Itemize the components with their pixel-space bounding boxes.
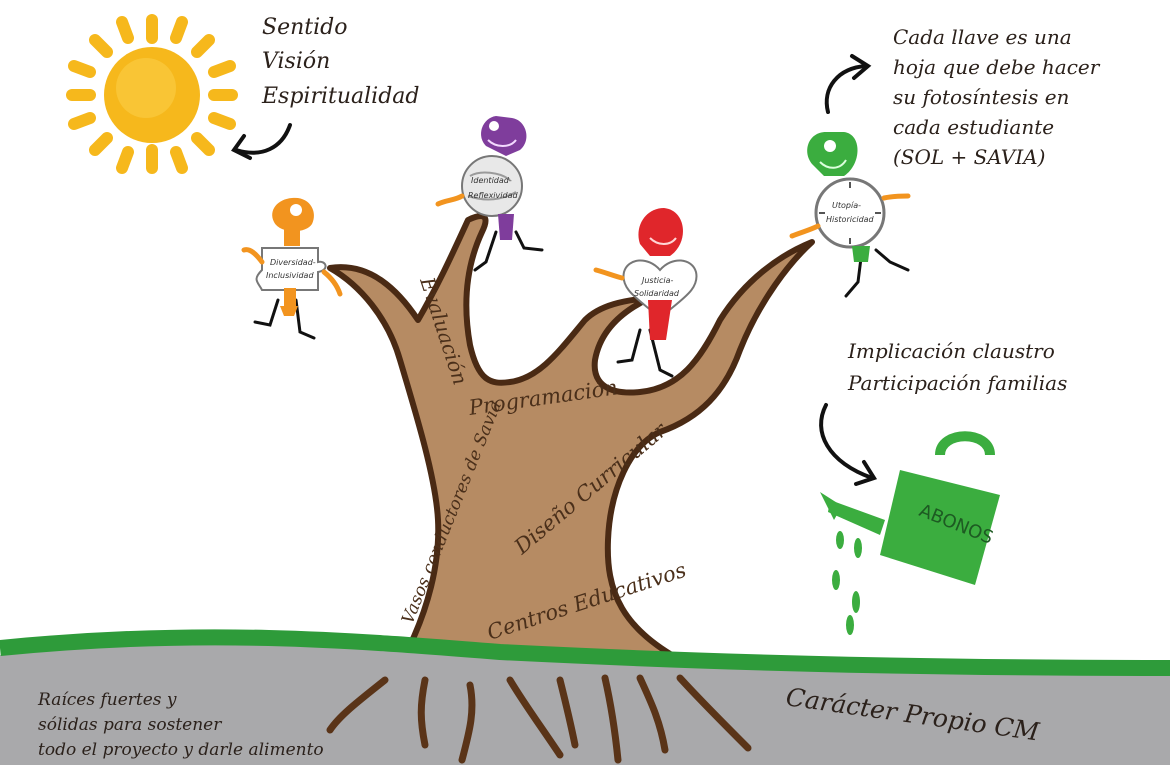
key-character-green	[789, 132, 911, 298]
keys-note-line-4: cada estudiante	[893, 115, 1054, 139]
sun-text-line-2: Visión	[262, 49, 330, 74]
keys-note-line-2: hoja que debe hacer	[893, 55, 1101, 79]
roots-text-line-3: todo el proyecto y darle alimento	[38, 740, 324, 760]
curved-arrow-icon	[824, 54, 872, 114]
roots-text-line-2: sólidas para sostener	[38, 715, 222, 735]
key-character-purple	[435, 116, 544, 272]
ground	[0, 629, 1170, 765]
curved-arrow-icon	[231, 123, 292, 160]
tree-trunk	[327, 213, 815, 668]
keys-note-line-1: Cada llave es una	[893, 25, 1072, 49]
key-label-red-top: Justicia-	[640, 276, 673, 285]
roots-text-line-1: Raíces fuertes y	[37, 690, 177, 710]
sun-icon	[66, 14, 238, 174]
key-label-green-top: Utopía-	[832, 201, 861, 210]
participation-line-2: Participación familias	[847, 371, 1067, 395]
key-label-purple-bottom: Reflexividad	[468, 191, 518, 200]
participation-line-1: Implicación claustro	[847, 339, 1055, 363]
key-label-red-bottom: Solidaridad	[634, 289, 680, 298]
sun-text-line-3: Espiritualidad	[261, 84, 420, 109]
key-character-orange	[241, 197, 343, 340]
key-label-orange-bottom: Inclusividad	[266, 271, 314, 280]
keys-note-line-5: (SOL + SAVIA)	[893, 145, 1045, 169]
sun-text-line-1: Sentido	[262, 15, 347, 40]
key-character-red	[593, 208, 698, 378]
key-label-orange-top: Diversidad-	[270, 258, 316, 267]
key-label-purple-top: Identidad-	[471, 176, 512, 185]
key-label-green-bottom: Historicidad	[826, 215, 875, 224]
watering-can-icon	[820, 431, 1000, 635]
keys-note-line-3: su fotosíntesis en	[893, 85, 1069, 109]
tree-roots	[326, 674, 752, 764]
curved-arrow-icon	[819, 403, 878, 486]
